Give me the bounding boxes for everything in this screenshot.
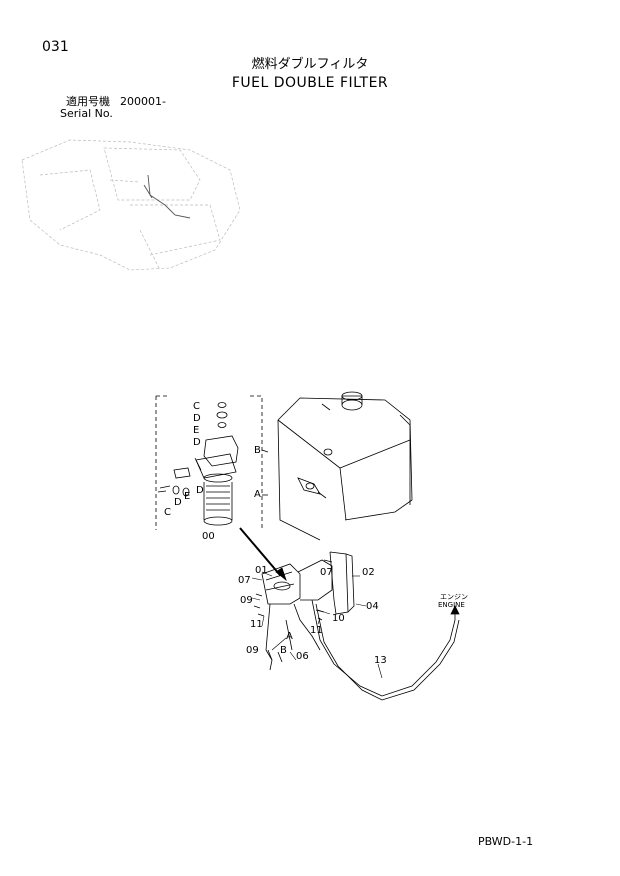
- engine-label-japanese: エンジン: [440, 593, 468, 601]
- title-english: FUEL DOUBLE FILTER: [231, 75, 389, 91]
- callout-part-02: 02: [362, 567, 375, 578]
- serial-range: 200001-: [120, 95, 166, 108]
- callout-part-09-lower: 09: [246, 645, 259, 656]
- callout-a-lower: A: [286, 631, 293, 642]
- leader-lines: [251, 571, 383, 679]
- fuel-tank: [277, 391, 413, 541]
- engine-label-english: ENGINE: [438, 601, 465, 609]
- callout-part-00: 00: [202, 531, 215, 542]
- callout-d-left: D: [174, 497, 182, 508]
- callout-part-04: 04: [366, 601, 379, 612]
- bracket-assembly: [253, 551, 355, 661]
- locator-pipe: [143, 174, 191, 219]
- callout-e-stack: E: [193, 425, 200, 436]
- filter-exploded-parts: [157, 402, 239, 526]
- callout-part-13: 13: [374, 655, 387, 666]
- leader-line-b: [261, 449, 269, 496]
- callout-a-upper: A: [254, 489, 261, 500]
- callout-b-upper: B: [254, 445, 261, 456]
- callout-part-07-right: 07: [320, 567, 333, 578]
- engine-arrow: [450, 605, 460, 620]
- callout-d-right: D: [196, 485, 204, 496]
- callout-c-left: C: [164, 507, 171, 518]
- footer-code: PBWD-1-1: [478, 835, 534, 848]
- callout-part-06: 06: [296, 651, 309, 662]
- title-japanese: 燃料ダブルフィルタ: [251, 57, 369, 72]
- serial-label-japanese: 適用号機: [66, 95, 110, 108]
- callout-b-lower: B: [280, 645, 287, 656]
- detail-arrow: [239, 527, 287, 582]
- locator-sketch: [21, 139, 241, 271]
- callout-part-09-upper: 09: [240, 595, 253, 606]
- callout-part-10: 10: [332, 613, 345, 624]
- callout-d-stack-1: D: [193, 413, 201, 424]
- serial-label-english: Serial No.: [60, 107, 113, 120]
- callout-c-stack: C: [193, 401, 200, 412]
- callout-e-left: E: [184, 491, 191, 502]
- callout-part-01: 01: [255, 565, 268, 576]
- callout-part-07-left: 07: [238, 575, 251, 586]
- callout-d-stack-2: D: [193, 437, 201, 448]
- fuel-hoses: [267, 599, 460, 701]
- callout-part-11-left: 11: [250, 619, 263, 630]
- detail-frame: [155, 395, 263, 530]
- page-number: 031: [42, 39, 69, 55]
- callout-part-11-right: 11: [310, 625, 323, 636]
